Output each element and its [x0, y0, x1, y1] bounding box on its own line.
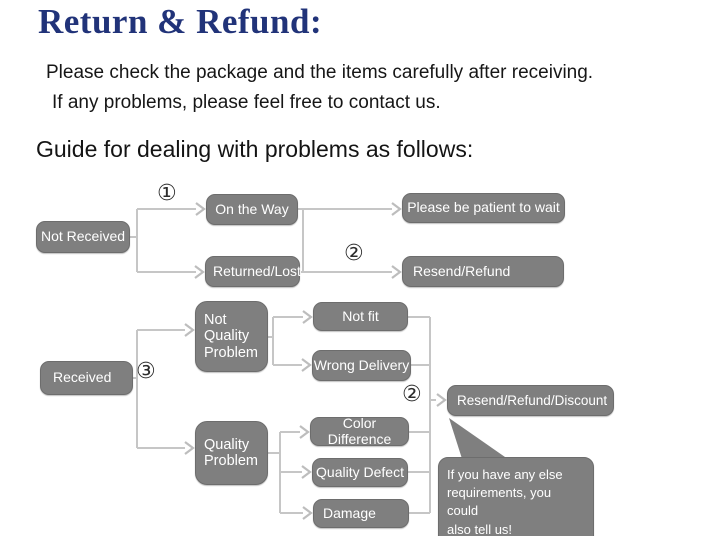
node-label: Not Received [40, 228, 126, 245]
node-not-fit: Not fit [313, 302, 408, 331]
step-marker-1: ① [157, 181, 177, 206]
node-quality-defect: Quality Defect [312, 458, 408, 487]
node-label: Wrong Delivery [313, 356, 410, 373]
node-wrong-delivery: Wrong Delivery [312, 350, 411, 381]
node-label: Returned/Lost [213, 262, 301, 279]
node-label: Resend/Refund/Discount [457, 392, 608, 408]
note-speech-bubble: If you have any else requirements, you c… [438, 457, 594, 536]
node-returned-lost: Returned/Lost [205, 256, 301, 287]
guide-heading: Guide for dealing with problems as follo… [36, 136, 474, 162]
node-received: Received [40, 361, 133, 395]
intro-line-1: Please check the package and the items c… [46, 62, 594, 83]
page-title: Return & Refund: [38, 2, 323, 41]
node-not-quality-problem: Not Quality Problem [195, 301, 268, 372]
node-not-received: Not Received [36, 221, 130, 253]
node-please-be-patient: Please be patient to wait [402, 193, 565, 223]
node-label: Quality Problem [204, 436, 258, 469]
node-label: Not Quality Problem [204, 312, 258, 361]
node-label: Please be patient to wait [407, 199, 560, 216]
node-on-the-way: On the Way [206, 194, 298, 225]
node-label: Received [53, 369, 112, 386]
node-label: Resend/Refund [413, 262, 511, 279]
node-resend-refund-discount: Resend/Refund/Discount [447, 385, 614, 416]
step-marker-3: ③ [136, 359, 156, 384]
step-marker-2: ② [344, 241, 364, 266]
node-resend-refund: Resend/Refund [402, 256, 564, 287]
node-label: Not fit [342, 307, 379, 324]
note-text: If you have any else requirements, you c… [447, 467, 563, 536]
step-marker-2b: ② [402, 382, 422, 407]
node-label: On the Way [215, 200, 289, 217]
node-label: Damage [323, 504, 376, 521]
node-quality-problem: Quality Problem [195, 421, 268, 485]
node-damage: Damage [313, 499, 409, 528]
node-label: Color Difference [327, 414, 392, 447]
node-label: Quality Defect [316, 463, 404, 480]
intro-line-2: If any problems, please feel free to con… [52, 92, 441, 113]
node-color-difference: Color Difference [310, 414, 409, 447]
